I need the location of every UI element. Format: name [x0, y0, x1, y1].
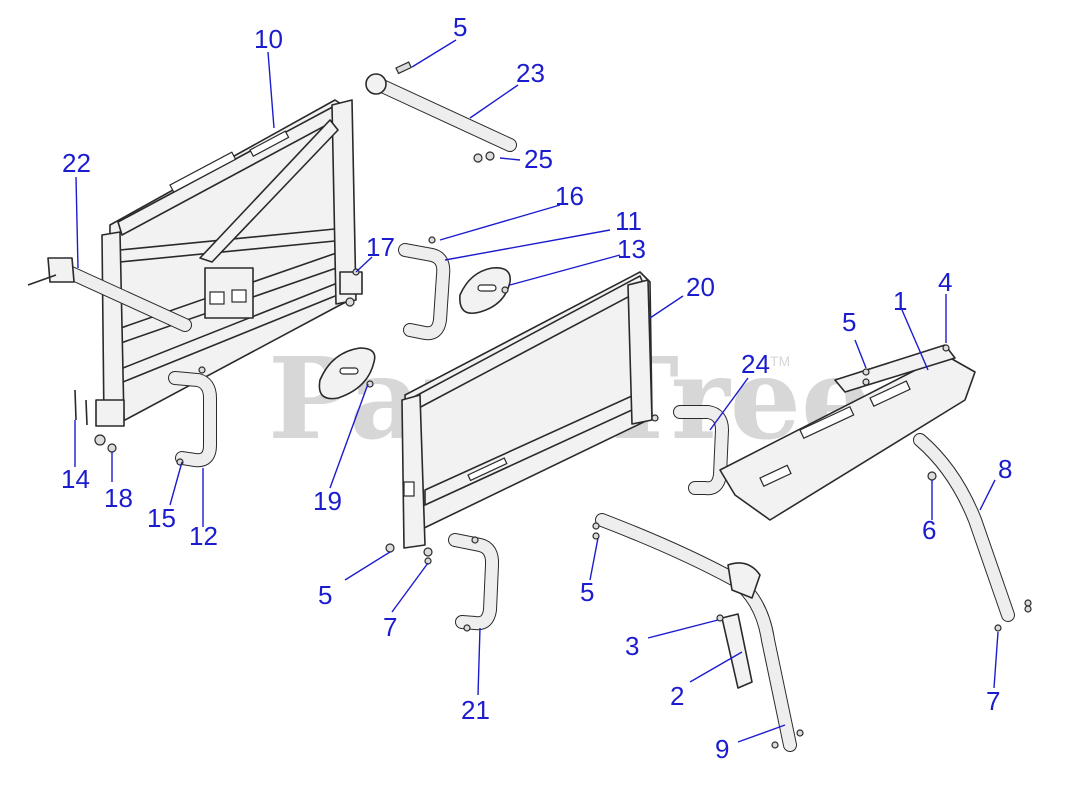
callout-5-lower-left: 5 — [318, 580, 332, 610]
rear-leg-8 — [913, 433, 1015, 622]
callout-24: 21 — [461, 695, 490, 725]
grab-handle-11 — [398, 243, 451, 341]
callout-15: 15 — [147, 503, 176, 533]
callout-7-left: 7 — [383, 612, 397, 642]
callout-21: 23 — [516, 58, 545, 88]
callout-19: 19 — [313, 486, 342, 516]
callout-25: 25 — [524, 144, 553, 174]
callout-5-right: 5 — [842, 307, 856, 337]
pad-19 — [318, 347, 376, 400]
front-leg-9 — [595, 513, 797, 752]
grab-handle-23 — [673, 405, 730, 496]
callout-8: 8 — [998, 454, 1012, 484]
callout-10: 10 — [254, 24, 283, 54]
callout-5-top: 5 — [453, 12, 467, 42]
callout-22: 22 — [62, 148, 91, 178]
grab-handle-12 — [168, 371, 217, 468]
watermark-trademark: TM — [770, 353, 790, 369]
callout-13: 13 — [617, 234, 646, 264]
panel-1 — [719, 344, 976, 521]
grab-handle-24 — [448, 533, 500, 631]
callout-12: 12 — [189, 521, 218, 551]
callout-17: 17 — [366, 232, 395, 262]
callout-16: 16 — [555, 181, 584, 211]
callout-11: 11 — [615, 206, 642, 236]
hardware-group — [74, 61, 1032, 749]
callout-1: 1 — [893, 286, 907, 316]
rear-frame-assembly — [95, 99, 363, 427]
pad-13 — [459, 266, 511, 314]
callout-9: 9 — [715, 734, 729, 764]
callout-23: 24 — [741, 349, 770, 379]
callout-20: 20 — [686, 272, 715, 302]
callout-4: 4 — [938, 267, 952, 297]
callout-6: 6 — [922, 515, 936, 545]
callout-3: 3 — [625, 631, 639, 661]
leader-lines — [74, 39, 999, 743]
callout-5-lower-mid: 5 — [580, 577, 594, 607]
callout-18: 18 — [104, 483, 133, 513]
callout-14: 14 — [61, 464, 90, 494]
front-frame-20 — [401, 271, 653, 549]
callout-7-right: 7 — [986, 686, 1000, 716]
top-tube-21 — [365, 73, 517, 152]
callout-2: 2 — [670, 681, 684, 711]
